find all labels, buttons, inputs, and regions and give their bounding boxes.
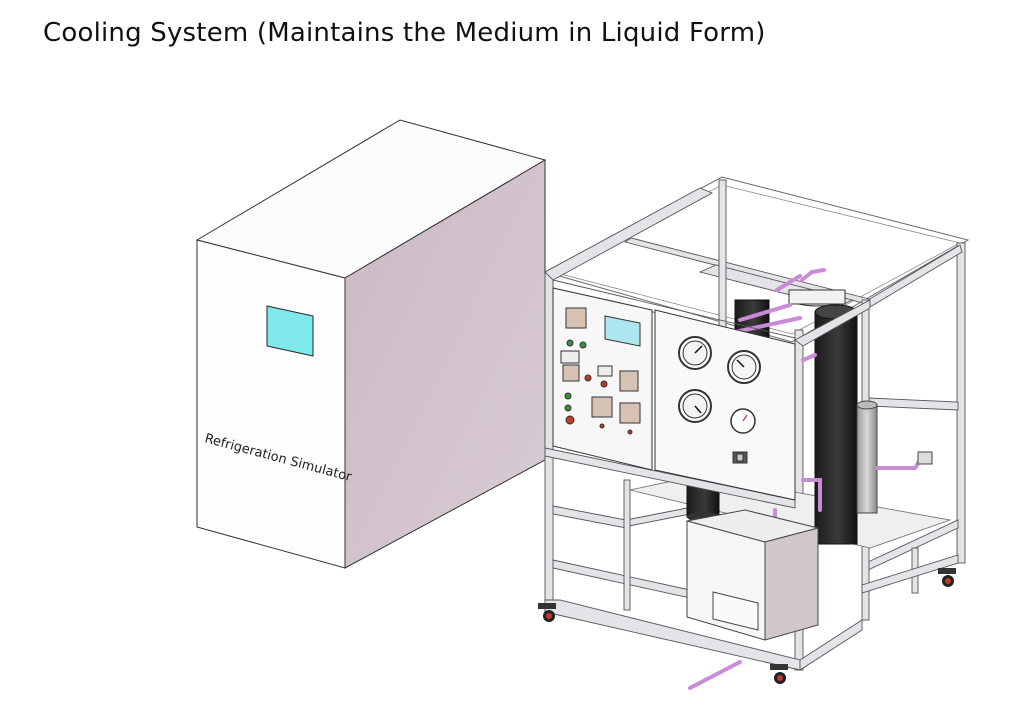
refrigeration-simulator-cabinet: Refrigeration Simulator [195, 119, 547, 569]
panel-valve-knob [732, 451, 748, 464]
caster-front-right [770, 664, 788, 684]
panel-meter-3 [597, 365, 613, 377]
pressure-gauge-1 [678, 336, 712, 370]
pipework [688, 268, 922, 690]
pressure-gauge-2 [727, 350, 761, 384]
cabinet-front [196, 239, 346, 569]
temperature-gauge [730, 408, 756, 434]
tank-hatch [712, 591, 759, 631]
front-frame [544, 187, 871, 509]
control-panel [552, 287, 653, 471]
panel-meter-2 [562, 364, 580, 382]
panel-meter-5 [591, 396, 613, 418]
pressure-gauge-3 [678, 389, 712, 423]
casters [538, 568, 956, 684]
caster-back-right [938, 568, 956, 587]
side-cylinder [856, 404, 878, 514]
caster-front-left [538, 603, 556, 622]
page-title: Cooling System (Maintains the Medium in … [43, 18, 766, 48]
panel-meter-1 [565, 307, 587, 329]
panel-meter-6 [619, 402, 641, 424]
pipe-fitting [917, 451, 933, 465]
cabinet-display-screen [266, 305, 314, 357]
storage-tank [686, 509, 819, 641]
gauge-panel [654, 309, 796, 501]
panel-meter-4 [619, 370, 639, 392]
panel-display [604, 315, 641, 347]
